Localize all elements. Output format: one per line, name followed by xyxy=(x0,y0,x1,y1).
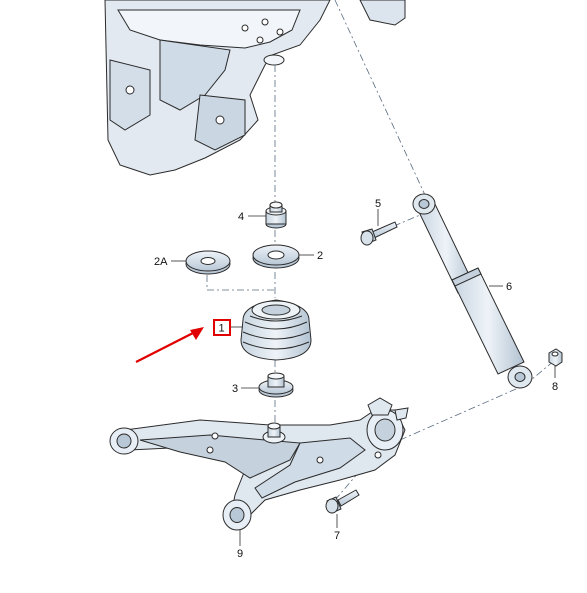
label-part-9[interactable]: 9 xyxy=(237,548,243,560)
body-subframe xyxy=(104,0,406,176)
label-part-2[interactable]: 2 xyxy=(317,250,323,262)
part-7-bolt xyxy=(325,489,360,514)
label-part-8[interactable]: 8 xyxy=(552,381,558,393)
label-part-6[interactable]: 6 xyxy=(506,281,512,293)
part-6-shock-absorber xyxy=(412,193,533,389)
part-3-lower-seat xyxy=(258,372,294,398)
label-part-4[interactable]: 4 xyxy=(238,211,244,223)
part-8-nut xyxy=(548,348,563,367)
part-2a-washer xyxy=(185,250,231,275)
label-part-5[interactable]: 5 xyxy=(375,198,381,210)
label-part-3[interactable]: 3 xyxy=(232,383,238,395)
label-part-7[interactable]: 7 xyxy=(334,530,340,542)
part-9-control-arm xyxy=(109,397,409,531)
part-1-spring xyxy=(240,299,312,361)
label-part-2a[interactable]: 2A xyxy=(154,256,168,268)
part-4-buffer-stop xyxy=(265,201,287,229)
label-part-1[interactable]: 1 xyxy=(219,323,225,335)
part-2-washer xyxy=(252,244,300,269)
part-labels: 1 4 2A 2 3 5 6 8 7 9 xyxy=(154,198,558,560)
callout-leaders xyxy=(171,209,556,546)
part-1-highlight-box xyxy=(213,319,231,336)
red-pointer-arrow xyxy=(135,327,204,363)
part-5-bolt xyxy=(360,221,398,246)
